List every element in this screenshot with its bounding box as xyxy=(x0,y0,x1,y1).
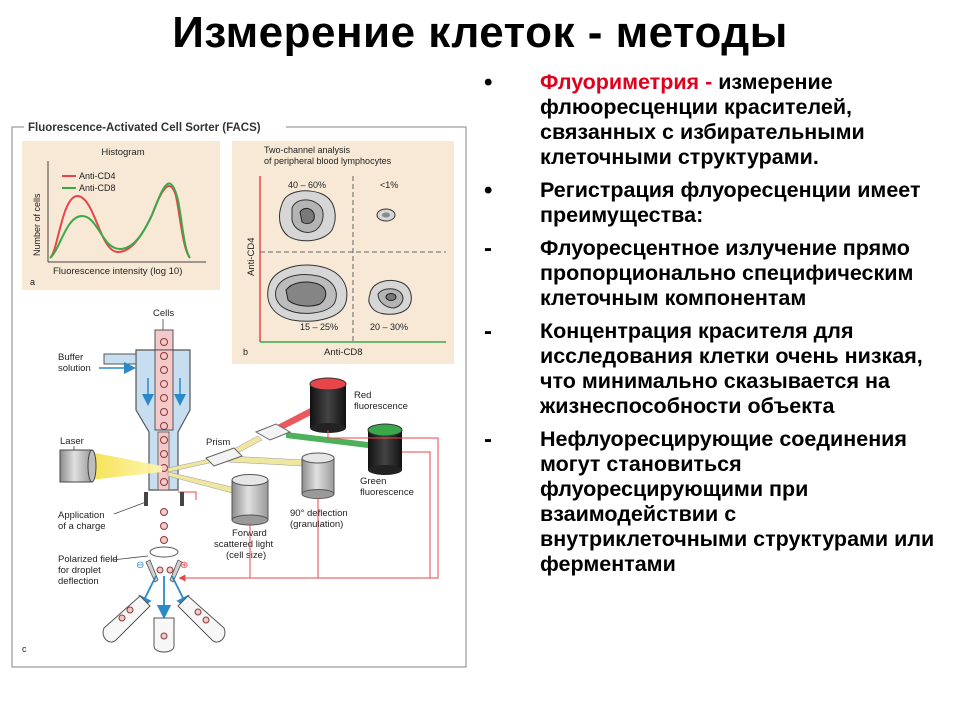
quadrant-top-left-value: 40 – 60% xyxy=(288,180,326,190)
bullet-text: Нефлуоресцирующие соединения могут стано… xyxy=(540,427,935,576)
cells-in-stream xyxy=(160,338,168,486)
panel-a-letter: a xyxy=(30,277,35,287)
laser-label: Laser xyxy=(60,436,84,447)
panel-c-letter: c xyxy=(22,644,27,654)
field-line2: for droplet xyxy=(58,565,101,576)
buffer-inlet xyxy=(103,353,137,365)
bullet-list: • Флуориметрия - измерение флюоресценции … xyxy=(478,70,948,585)
buffer-label-line1: Buffer xyxy=(58,352,83,363)
panel-a-ylabel: Number of cells xyxy=(32,193,42,256)
panel-b-ylabel: Anti-CD4 xyxy=(246,237,257,276)
legend-cd8-label: Anti-CD8 xyxy=(79,183,116,193)
forward-scatter-detector xyxy=(231,474,269,526)
side-scatter-detector xyxy=(301,452,335,499)
bullet-item: • Флуориметрия - измерение флюоресценции … xyxy=(478,70,948,170)
field-line3: deflection xyxy=(58,576,99,587)
cells-label: Cells xyxy=(153,308,174,319)
charge-electrode-right xyxy=(180,492,184,506)
red-fluorescence-line1: Red xyxy=(354,390,371,401)
prism-lower xyxy=(205,447,243,467)
bullet-marker: • xyxy=(484,69,493,96)
bullet-text: Концентрация красителя для исследования … xyxy=(540,319,923,418)
collection-tube-right xyxy=(177,595,226,643)
cd4-curve xyxy=(49,185,191,259)
sort-arrow-right xyxy=(171,575,190,611)
panel-b-two-channel: Two-channel analysis of peripheral blood… xyxy=(232,141,454,364)
sort-arrow-left xyxy=(138,575,157,611)
contour-top-right xyxy=(376,208,396,222)
laser-housing xyxy=(59,449,93,483)
collection-tube-center xyxy=(153,617,175,653)
flow-stream xyxy=(157,431,170,491)
panel-b-title-line2: of peripheral blood lymphocytes xyxy=(264,156,392,166)
green-fluorescence-line2: fluorescence xyxy=(360,487,414,498)
bullet-marker: • xyxy=(484,177,493,204)
bullet-item: - Флуоресцентное излучение прямо пропорци… xyxy=(478,236,948,311)
red-fluorescence-line2: fluorescence xyxy=(354,401,408,412)
bullet-marker: - xyxy=(484,235,492,262)
facs-figure: Fluorescence-Activated Cell Sorter (FACS… xyxy=(11,122,467,668)
deflection-ring xyxy=(149,546,179,558)
charge-line2: of a charge xyxy=(58,521,106,532)
contour-top-left xyxy=(279,190,336,242)
panel-a-xlabel: Fluorescence intensity (log 10) xyxy=(53,266,182,277)
forward-line3: (cell size) xyxy=(226,550,266,561)
cd8-curve xyxy=(49,182,191,259)
plus-sign: ⊕ xyxy=(180,560,188,571)
charge-electrode-left xyxy=(144,492,148,506)
field-line1: Polarized field xyxy=(58,554,118,565)
contour-bottom-right xyxy=(368,280,412,315)
bullet-marker: - xyxy=(484,426,492,453)
panel-b-letter: b xyxy=(243,347,248,357)
bullet-text: измерение флюоресценции красителей, связ… xyxy=(540,70,865,169)
panel-c-apparatus: c Cells Buffer solution Laser xyxy=(22,308,439,654)
laser-beam xyxy=(90,452,162,480)
legend-cd4-label: Anti-CD4 xyxy=(79,171,116,181)
forward-line1: Forward xyxy=(232,528,267,539)
charge-line1: Application xyxy=(58,510,104,521)
frame-title: Fluorescence-Activated Cell Sorter (FACS… xyxy=(28,122,261,134)
forward-line2: scattered light xyxy=(214,539,274,550)
panel-a-histogram: Histogram Number of cells Fluorescence i… xyxy=(22,141,220,290)
slide-title: Измерение клеток - методы xyxy=(172,8,788,57)
bullet-item: • Регистрация флуоресценции имеет преимущ… xyxy=(478,178,948,228)
bullet-marker: - xyxy=(484,318,492,345)
panel-b-xlabel: Anti-CD8 xyxy=(324,347,363,358)
deflection-plate-left xyxy=(145,559,159,583)
panel-a-background xyxy=(22,141,220,290)
droplets xyxy=(160,508,168,544)
bullet-text: Флуоресцентное излучение прямо пропорцио… xyxy=(540,236,914,310)
minus-sign: ⊖ xyxy=(136,560,144,571)
bullet-item: - Нефлуоресцирующие соединения могут стан… xyxy=(478,427,948,577)
quadrant-bottom-left-value: 15 – 25% xyxy=(300,322,338,332)
buffer-label-line2: solution xyxy=(58,363,91,374)
panel-a-title: Histogram xyxy=(101,147,144,158)
quadrant-top-right-value: <1% xyxy=(380,180,398,190)
deflection-line1: 90° deflection xyxy=(290,508,348,519)
contour-bottom-left xyxy=(267,264,348,322)
bullet-text: Регистрация флуоресценции имеет преимуще… xyxy=(540,178,921,227)
red-fluorescence-detector xyxy=(309,377,347,433)
panel-b-title-line1: Two-channel analysis xyxy=(264,145,351,155)
beam-side xyxy=(227,455,305,467)
deflection-line2: (granulation) xyxy=(290,519,343,530)
green-fluorescence-line1: Green xyxy=(360,476,386,487)
quadrant-bottom-right-value: 20 – 30% xyxy=(370,322,408,332)
green-fluorescence-detector xyxy=(367,423,403,475)
beam-green xyxy=(286,432,368,448)
bullet-lead: Флуориметрия - xyxy=(540,70,719,94)
bullet-item: - Концентрация красителя для исследования… xyxy=(478,319,948,419)
prism-label: Prism xyxy=(206,437,230,448)
collection-tube-left xyxy=(102,595,151,643)
prism-upper xyxy=(254,423,292,441)
